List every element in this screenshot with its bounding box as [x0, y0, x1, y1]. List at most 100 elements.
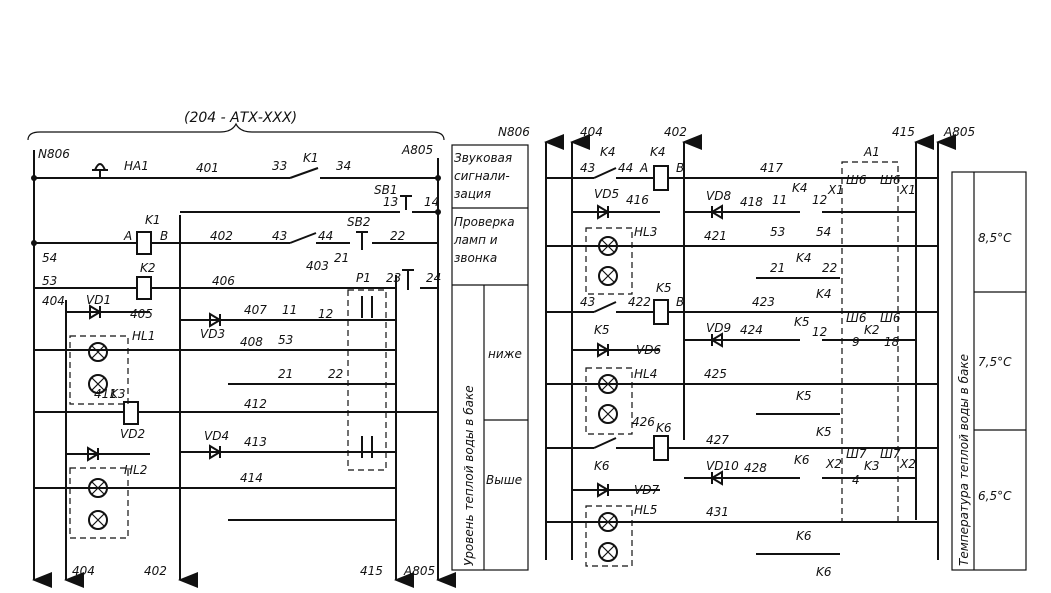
- svg-text:K5: K5: [794, 315, 810, 329]
- svg-text:53: 53: [42, 274, 57, 288]
- svg-text:22: 22: [822, 261, 837, 275]
- svg-text:Ш7: Ш7: [880, 447, 901, 461]
- lamp-hl4-lower-icon: [598, 404, 618, 424]
- svg-text:K4: K4: [600, 145, 616, 159]
- svg-text:зация: зация: [454, 187, 491, 201]
- svg-text:13: 13: [383, 195, 398, 209]
- svg-text:9: 9: [852, 335, 860, 349]
- svg-text:VD4: VD4: [204, 429, 229, 443]
- svg-text:11: 11: [772, 193, 787, 207]
- svg-text:K5: K5: [594, 323, 610, 337]
- svg-text:44: 44: [618, 161, 633, 175]
- contact-k1-43-44: [289, 232, 317, 244]
- svg-text:Ш6: Ш6: [880, 173, 901, 187]
- svg-text:A: A: [639, 161, 648, 175]
- button-sb2-icon: [356, 231, 368, 250]
- svg-text:53: 53: [278, 333, 293, 347]
- svg-text:43: 43: [580, 161, 595, 175]
- svg-text:22: 22: [390, 229, 405, 243]
- svg-text:408: 408: [240, 335, 263, 349]
- svg-text:4: 4: [852, 473, 860, 487]
- lamp-hl3-lower-icon: [598, 266, 618, 286]
- svg-text:K4: K4: [816, 287, 832, 301]
- svg-text:K5: K5: [656, 281, 672, 295]
- svg-text:VD2: VD2: [120, 427, 145, 441]
- svg-text:404: 404: [42, 294, 65, 308]
- svg-text:427: 427: [706, 433, 729, 447]
- contact-k5-43-44: [593, 301, 617, 313]
- svg-text:VD10: VD10: [706, 459, 739, 473]
- label-n806: N806: [38, 147, 70, 161]
- svg-text:12: 12: [812, 325, 827, 339]
- svg-text:21: 21: [770, 261, 785, 275]
- svg-text:B: B: [160, 229, 168, 243]
- diode-vd4-icon: [209, 444, 222, 460]
- svg-text:425: 425: [704, 367, 727, 381]
- svg-text:14: 14: [424, 195, 439, 209]
- svg-text:53: 53: [770, 225, 785, 239]
- lamp-hl2-frame: [69, 467, 129, 539]
- svg-text:K6: K6: [794, 453, 810, 467]
- svg-text:402: 402: [144, 564, 167, 578]
- label-a805: A805: [401, 143, 433, 157]
- coil-k4: [653, 165, 669, 191]
- relay-p1-frame: [347, 289, 387, 471]
- svg-text:415: 415: [360, 564, 383, 578]
- diode-vd10-icon: [710, 470, 723, 486]
- contact-k1-33-34: [289, 167, 319, 179]
- svg-text:43: 43: [272, 229, 287, 243]
- svg-text:K6: K6: [796, 529, 812, 543]
- svg-text:404: 404: [580, 125, 603, 139]
- svg-text:412: 412: [244, 397, 267, 411]
- svg-text:24: 24: [426, 271, 441, 285]
- svg-text:11: 11: [282, 303, 297, 317]
- svg-text:SB2: SB2: [347, 215, 370, 229]
- svg-text:403: 403: [306, 259, 329, 273]
- svg-text:Звуковая: Звуковая: [454, 151, 512, 165]
- svg-text:428: 428: [744, 461, 767, 475]
- coil-k6: [653, 435, 669, 461]
- svg-text:P1: P1: [356, 271, 371, 285]
- title-brace: [27, 122, 445, 141]
- svg-text:418: 418: [740, 195, 763, 209]
- svg-text:ниже: ниже: [488, 347, 522, 361]
- svg-text:Уровень теплой воды в баке: Уровень теплой воды в баке: [462, 385, 476, 566]
- svg-text:K5: K5: [816, 425, 832, 439]
- svg-text:22: 22: [328, 367, 343, 381]
- svg-text:K3: K3: [864, 459, 880, 473]
- svg-text:6,5°С: 6,5°С: [978, 489, 1012, 503]
- right-schematic: N806 404 402 415 A805 A1 K4 K4 43 44 A B…: [498, 125, 975, 579]
- svg-text:Ш6: Ш6: [846, 311, 867, 325]
- right-table: Температура теплой воды в баке 8,5°С 7,5…: [951, 171, 1027, 571]
- lamp-hl5-lower-icon: [598, 542, 618, 562]
- svg-text:21: 21: [334, 251, 349, 265]
- svg-text:23: 23: [386, 271, 401, 285]
- svg-text:A1: A1: [863, 145, 880, 159]
- svg-text:Выше: Выше: [486, 473, 522, 487]
- diode-vd3-icon: [209, 312, 222, 328]
- svg-text:VD9: VD9: [706, 321, 731, 335]
- svg-text:43: 43: [580, 295, 595, 309]
- svg-text:B: B: [676, 295, 684, 309]
- svg-text:X2: X2: [825, 457, 842, 471]
- coil-k2: [136, 276, 152, 300]
- svg-text:417: 417: [760, 161, 783, 175]
- svg-text:VD3: VD3: [200, 327, 225, 341]
- svg-text:Проверка: Проверка: [454, 215, 515, 229]
- svg-text:K4: K4: [650, 145, 666, 159]
- svg-text:34: 34: [336, 159, 351, 173]
- svg-text:K6: K6: [816, 565, 832, 579]
- svg-text:422: 422: [628, 295, 651, 309]
- svg-text:33: 33: [272, 159, 287, 173]
- svg-text:K4: K4: [792, 181, 808, 195]
- lamp-hl5-frame: [585, 505, 633, 567]
- svg-text:K3: K3: [110, 387, 126, 401]
- svg-text:HL5: HL5: [634, 503, 657, 517]
- svg-text:A: A: [123, 229, 132, 243]
- svg-text:414: 414: [240, 471, 263, 485]
- svg-text:X2: X2: [899, 457, 916, 471]
- lamp-hl1-lower-icon: [88, 374, 108, 394]
- diagram-title: (204 - АТХ-ХХХ): [184, 110, 297, 126]
- lamp-hl1-frame: [69, 335, 129, 405]
